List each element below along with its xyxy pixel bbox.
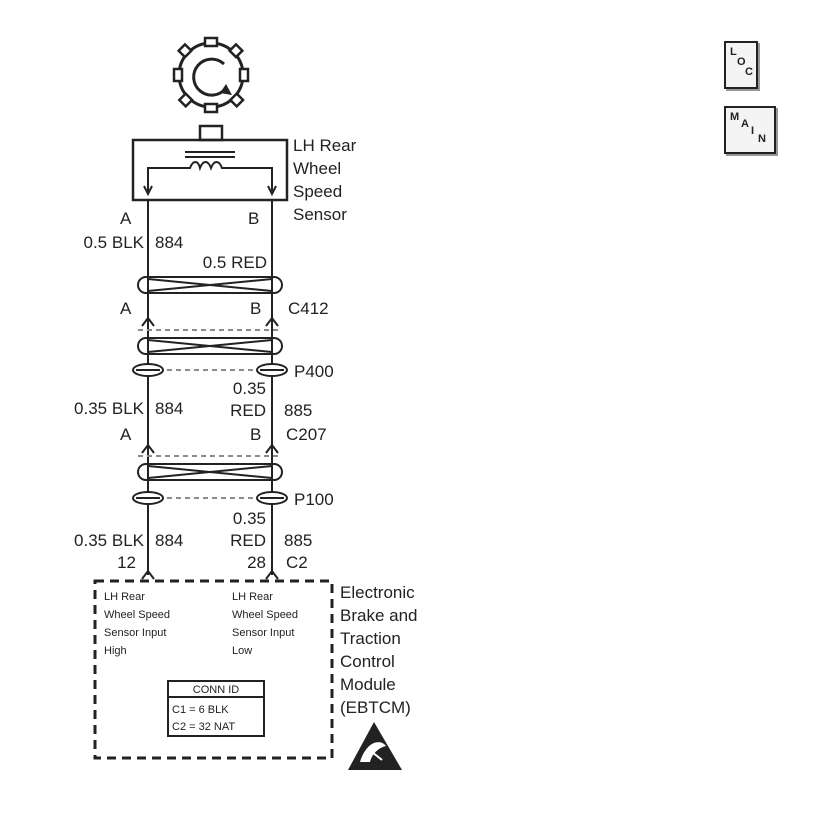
loc-letter: O [737, 56, 746, 68]
c2-connector-icon [141, 569, 279, 580]
tone-ring-icon [172, 36, 250, 114]
wire-size-right: 0.35 [233, 379, 266, 398]
input-low-line: Sensor Input [232, 627, 294, 639]
module-label-line: Traction [340, 629, 401, 648]
input-high-label: LH Rear Wheel Speed Sensor Input High [104, 591, 170, 657]
loc-letter: L [730, 46, 737, 58]
c207-pin-b: B [250, 425, 261, 444]
sensor-pin-b: B [248, 209, 259, 228]
main-letter: M [730, 111, 740, 123]
wire-circuit-left: 884 [155, 531, 183, 550]
loc-letter: C [745, 66, 753, 78]
wire-color-right: RED [230, 531, 266, 550]
module-label-line: (EBTCM) [340, 698, 411, 717]
wire-size-right: 0.5 RED [203, 253, 267, 272]
sensor-label-line: LH Rear [293, 136, 357, 155]
main-letter: A [741, 118, 749, 130]
loc-button[interactable]: L O C [724, 41, 758, 89]
input-high-line: Wheel Speed [104, 609, 170, 621]
main-letter: I [751, 125, 755, 137]
wheel-speed-sensor [131, 124, 289, 202]
module-label-line: Brake and [340, 606, 418, 625]
input-high-line: High [104, 645, 127, 657]
conn-id-row: C1 = 6 BLK [172, 704, 229, 716]
module-label-line: Control [340, 652, 395, 671]
c2-label: C2 [286, 553, 308, 572]
wire-color-right: RED [230, 401, 266, 420]
input-high-line: Sensor Input [104, 627, 166, 639]
c2-pin-28: 28 [247, 553, 266, 572]
c412-pin-a: A [120, 299, 132, 318]
wire-size-left: 0.35 BLK [74, 399, 145, 418]
c207-label: C207 [286, 425, 327, 444]
module-label-line: Electronic [340, 583, 415, 602]
twisted-pair-upper [137, 276, 283, 294]
main-button[interactable]: M A I N [724, 106, 776, 154]
input-low-line: Low [232, 645, 252, 657]
wire-size-right: 0.35 [233, 509, 266, 528]
input-low-label: LH Rear Wheel Speed Sensor Input Low [232, 591, 298, 657]
sensor-label-line: Sensor [293, 205, 347, 224]
c412-pin-b: B [250, 299, 261, 318]
esd-warning-icon [348, 722, 402, 770]
c2-pin-12: 12 [117, 553, 136, 572]
wire-circuit-right: 885 [284, 531, 312, 550]
main-letter: N [758, 133, 766, 145]
conn-id-row: C2 = 32 NAT [172, 721, 235, 733]
module-label-line: Module [340, 675, 396, 694]
wire-circuit-left: 884 [155, 399, 183, 418]
shielded-pair-upper [137, 337, 283, 355]
shielded-pair-lower [137, 463, 283, 481]
wire-circuit-left: 884 [155, 233, 183, 252]
p100-label: P100 [294, 490, 334, 509]
ebtcm-module-box [93, 579, 334, 760]
wire-size-left: 0.5 BLK [84, 233, 145, 252]
c412-connector-icon [138, 316, 282, 331]
p400-label: P400 [294, 362, 334, 381]
input-high-line: LH Rear [104, 591, 145, 603]
input-low-line: LH Rear [232, 591, 273, 603]
c207-pin-a: A [120, 425, 132, 444]
c207-connector-icon [138, 443, 282, 457]
wire-circuit-right: 885 [284, 401, 312, 420]
p100-grommet-icon [132, 491, 288, 505]
sensor-pin-a: A [120, 209, 132, 228]
input-low-line: Wheel Speed [232, 609, 298, 621]
sensor-label: LH Rear Wheel Speed Sensor [293, 136, 357, 224]
conn-id-table: CONN ID C1 = 6 BLK C2 = 32 NAT [167, 680, 265, 737]
wire-size-left: 0.35 BLK [74, 531, 145, 550]
conn-id-title: CONN ID [193, 684, 240, 696]
module-label: Electronic Brake and Traction Control Mo… [340, 583, 418, 717]
sensor-label-line: Wheel [293, 159, 341, 178]
sensor-label-line: Speed [293, 182, 342, 201]
c412-label: C412 [288, 299, 329, 318]
p400-grommet-icon [132, 363, 288, 377]
